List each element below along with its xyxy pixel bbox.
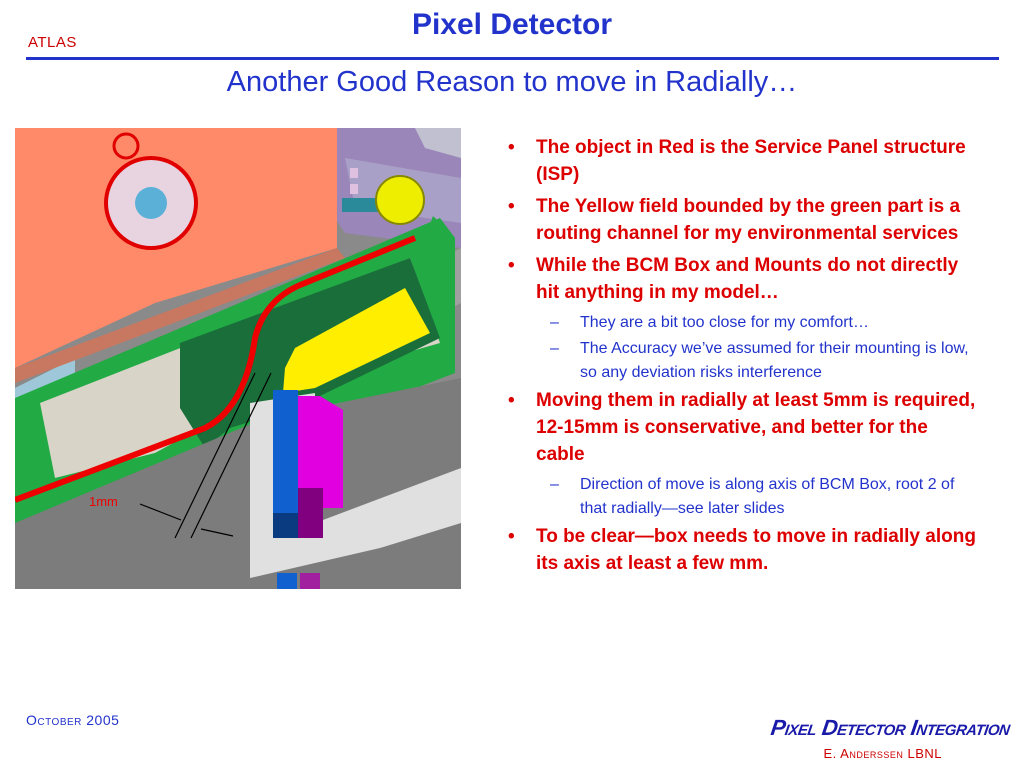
bullet-text: To be clear—box needs to move in radiall… [536, 526, 976, 574]
yellow-circle [375, 175, 425, 225]
bullet-dot: • [508, 196, 515, 217]
sub-bullet-item: – The Accuracy we’ve assumed for their mo… [496, 337, 976, 385]
bcm-box-magenta [298, 396, 343, 513]
slide-title: Pixel Detector [411, 8, 613, 41]
cad-model-figure: 1mm [15, 128, 461, 589]
bullet-dot: • [508, 526, 515, 547]
footer-author: E. Anderssen LBNL [823, 746, 942, 761]
bullet-text: Moving them in radially at least 5mm is … [536, 390, 976, 465]
atlas-logo-text: ATLAS [28, 34, 77, 51]
bullet-item: • The Yellow field bounded by the green p… [496, 193, 976, 247]
bullet-dot: • [508, 137, 515, 158]
red-small-circle [112, 132, 140, 160]
sub-bullet-dash: – [550, 476, 559, 493]
bullet-dot: • [508, 255, 515, 276]
sub-bullet-text: They are a bit too close for my comfort… [580, 314, 869, 331]
sub-bullet-text: Direction of move is along axis of BCM B… [580, 476, 955, 517]
salmon-structure [15, 128, 337, 368]
bullet-text: The Yellow field bounded by the green pa… [536, 196, 961, 244]
sub-bullet-item: – They are a bit too close for my comfort… [496, 311, 976, 335]
bullet-text: While the BCM Box and Mounts do not dire… [536, 255, 959, 303]
circle-hole [135, 187, 167, 219]
sub-bullet-dash: – [550, 340, 559, 357]
sub-bullet-dash: – [550, 314, 559, 331]
service-panel-isp [15, 235, 417, 503]
sub-bullet-item: – Direction of move is along axis of BCM … [496, 473, 976, 521]
title-divider [26, 57, 999, 60]
dimension-label: 1mm [89, 494, 118, 509]
bullet-item: • Moving them in radially at least 5mm is… [496, 387, 976, 468]
bullet-item: • While the BCM Box and Mounts do not dir… [496, 252, 976, 306]
slide-subtitle: Another Good Reason to move in Radially… [226, 66, 798, 98]
bullet-list: • The object in Red is the Service Panel … [496, 134, 976, 582]
sub-bullet-text: The Accuracy we’ve assumed for their mou… [580, 340, 969, 381]
bullet-dot: • [508, 390, 515, 411]
bullet-item: • The object in Red is the Service Panel … [496, 134, 976, 188]
yellow-routing-channel [283, 288, 430, 393]
bullet-item: • To be clear—box needs to move in radial… [496, 523, 976, 577]
bullet-text: The object in Red is the Service Panel s… [536, 137, 966, 185]
footer-date: October 2005 [26, 712, 120, 728]
footer-title: Pixel Detector Integration [769, 715, 1012, 740]
